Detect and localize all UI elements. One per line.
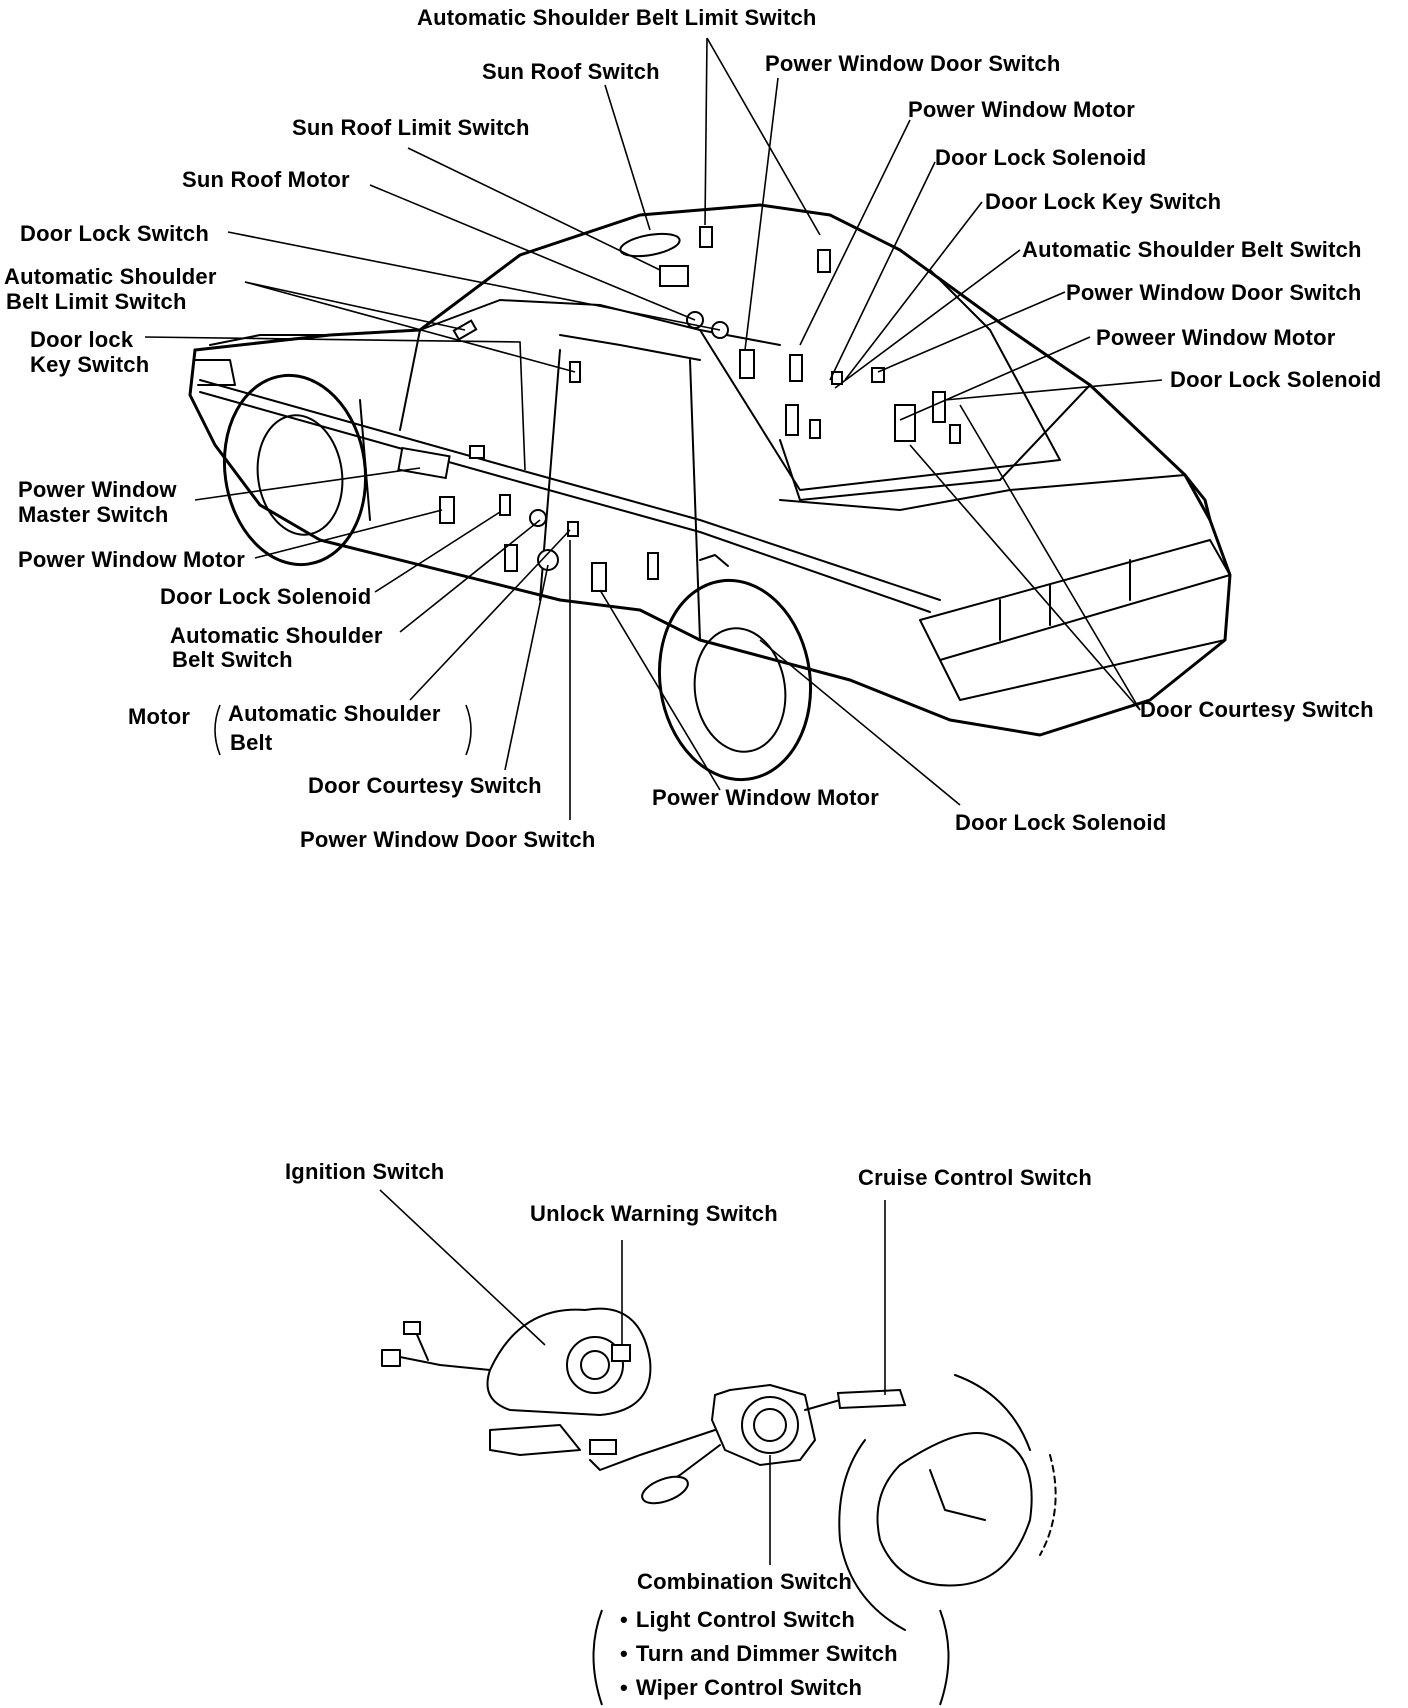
- column-leader-lines: [379, 1189, 886, 1565]
- front-wheel: [222, 373, 368, 567]
- label-power-window-door-switch-top: Power Window Door Switch: [765, 51, 1061, 76]
- label-door-courtesy-switch-bottom: Door Courtesy Switch: [308, 773, 542, 798]
- label-motor-paren-2: Belt: [230, 730, 273, 755]
- label-power-window-motor-bottom: Power Window Motor: [652, 785, 880, 810]
- label-door-lock-key-switch-left-1: Door lock: [30, 327, 134, 352]
- car-leader-lines: [144, 37, 1163, 820]
- car-components: [397, 226, 961, 592]
- combination-item: Light Control Switch: [620, 1608, 855, 1632]
- motor-paren-right: [465, 704, 472, 756]
- label-door-lock-solenoid-left: Door Lock Solenoid: [160, 584, 372, 609]
- label-power-window-door-switch-right: Power Window Door Switch: [1066, 280, 1362, 305]
- label-combination-switch: Combination Switch: [637, 1569, 853, 1594]
- label-cruise-control-switch: Cruise Control Switch: [858, 1165, 1092, 1190]
- label-poweer-window-motor-right: Poweer Window Motor: [1096, 325, 1336, 350]
- ignition-switch-drawing: [381, 1307, 652, 1416]
- label-power-window-master-switch-1: Power Window: [18, 477, 177, 502]
- label-door-courtesy-switch-right: Door Courtesy Switch: [1140, 697, 1374, 722]
- label-sun-roof-motor: Sun Roof Motor: [182, 167, 350, 192]
- label-power-window-master-switch-2: Master Switch: [18, 502, 169, 527]
- combination-item: Wiper Control Switch: [620, 1676, 862, 1700]
- label-ignition-switch: Ignition Switch: [285, 1159, 445, 1184]
- combination-item: Turn and Dimmer Switch: [620, 1642, 898, 1666]
- label-auto-shoulder-belt-switch-left-2: Belt Switch: [172, 647, 293, 672]
- motor-paren-left: [214, 704, 221, 756]
- steering-wheel-drawing: [838, 1374, 1057, 1631]
- label-door-lock-switch: Door Lock Switch: [20, 221, 209, 246]
- combination-switch-drawing: [489, 1384, 907, 1505]
- label-power-window-motor-left: Power Window Motor: [18, 547, 246, 572]
- label-door-lock-key-switch-right: Door Lock Key Switch: [985, 189, 1222, 214]
- label-door-lock-solenoid-right: Door Lock Solenoid: [1170, 367, 1382, 392]
- label-power-window-motor-top: Power Window Motor: [908, 97, 1136, 122]
- label-auto-shoulder-belt-switch-left-1: Automatic Shoulder: [170, 623, 383, 648]
- label-door-lock-solenoid-top: Door Lock Solenoid: [935, 145, 1147, 170]
- label-unlock-warning-switch: Unlock Warning Switch: [530, 1201, 778, 1226]
- combo-paren-left: [592, 1609, 603, 1706]
- label-power-window-door-switch-bottom: Power Window Door Switch: [300, 827, 596, 852]
- label-motor: Motor: [128, 704, 191, 729]
- label-sun-roof-switch: Sun Roof Switch: [482, 59, 660, 84]
- rear-wheel: [657, 578, 813, 782]
- label-auto-shoulder-belt-limit-switch-left-1: Automatic Shoulder: [4, 264, 217, 289]
- label-motor-paren-1: Automatic Shoulder: [228, 701, 441, 726]
- label-auto-shoulder-belt-limit-switch-left-2: Belt Limit Switch: [6, 289, 187, 314]
- combo-paren-right: [939, 1609, 950, 1706]
- label-auto-shoulder-belt-switch-right: Automatic Shoulder Belt Switch: [1022, 237, 1362, 262]
- label-auto-shoulder-belt-limit-switch-top: Automatic Shoulder Belt Limit Switch: [417, 5, 817, 30]
- label-door-lock-key-switch-left-2: Key Switch: [30, 352, 150, 377]
- label-door-lock-solenoid-bottom: Door Lock Solenoid: [955, 810, 1167, 835]
- label-sun-roof-limit-switch: Sun Roof Limit Switch: [292, 115, 530, 140]
